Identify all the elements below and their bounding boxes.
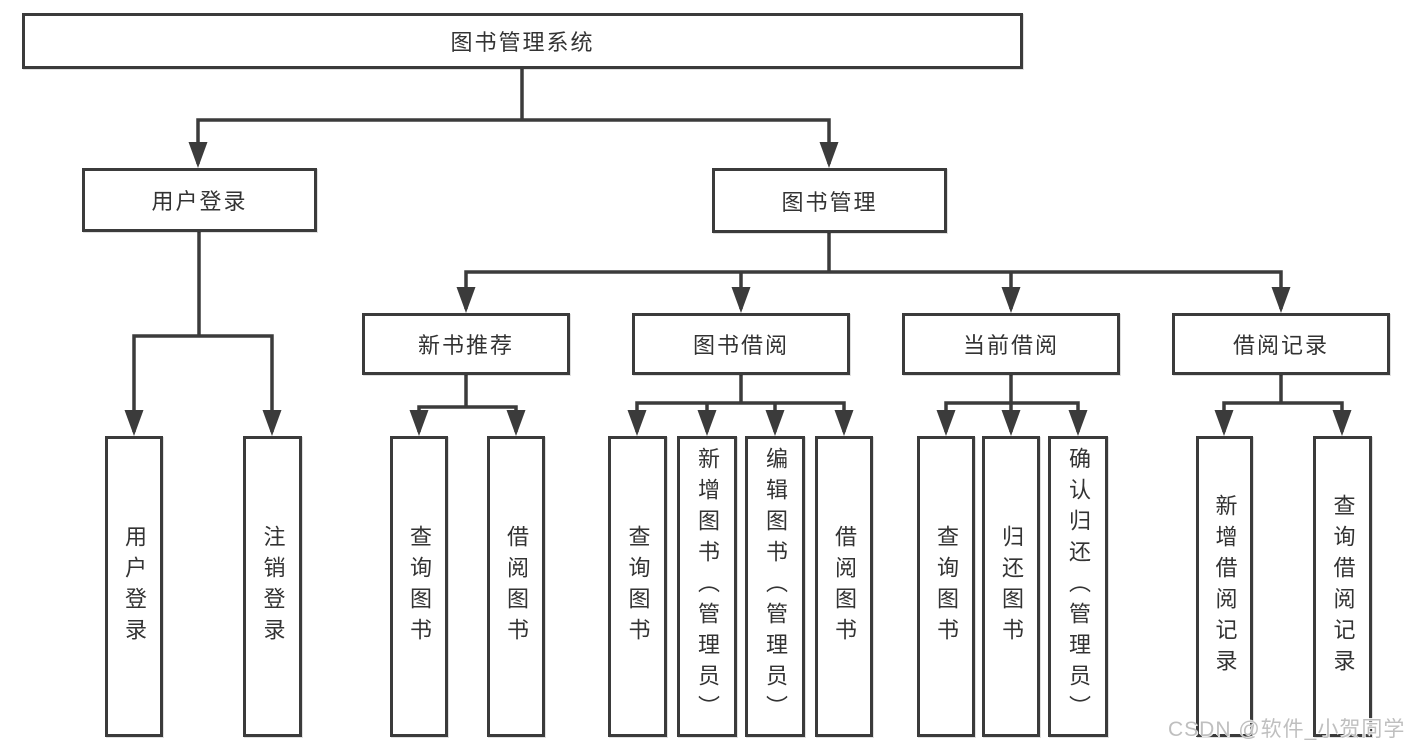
leaf-query-books-recommend: 查询图书 xyxy=(390,436,448,737)
leaf-label: 新增图书（管理员） xyxy=(695,447,720,726)
node-current-borrow: 当前借阅 xyxy=(902,313,1120,375)
leaf-label: 借阅图书 xyxy=(832,524,857,649)
leaf-label: 新增借阅记录 xyxy=(1212,493,1238,680)
leaf-query-borrow-record: 查询借阅记录 xyxy=(1313,436,1372,737)
leaf-label: 借阅图书 xyxy=(504,524,529,649)
leaf-label: 查询图书 xyxy=(934,524,959,649)
leaf-query-books-current: 查询图书 xyxy=(917,436,975,737)
node-borrow-records: 借阅记录 xyxy=(1172,313,1390,375)
leaf-label: 查询图书 xyxy=(625,524,651,649)
leaf-label: 编辑图书（管理员） xyxy=(763,447,788,726)
node-book-management: 图书管理 xyxy=(712,168,947,233)
arrowheads xyxy=(124,142,1352,436)
leaf-borrow-books-recommend: 借阅图书 xyxy=(487,436,545,737)
leaf-add-borrow-record: 新增借阅记录 xyxy=(1196,436,1253,737)
leaf-logout: 注销登录 xyxy=(243,436,302,737)
leaf-add-books-admin: 新增图书（管理员） xyxy=(677,436,737,737)
leaf-return-books: 归还图书 xyxy=(982,436,1040,737)
leaf-label: 查询图书 xyxy=(407,524,432,649)
leaf-edit-books-admin: 编辑图书（管理员） xyxy=(745,436,805,737)
csdn-watermark: CSDN @软件_小贺同学 xyxy=(1168,718,1405,741)
node-user-login: 用户登录 xyxy=(82,168,317,232)
leaf-label: 查询借阅记录 xyxy=(1330,493,1356,680)
leaf-label: 确认归还（管理员） xyxy=(1066,447,1091,726)
node-book-borrow: 图书借阅 xyxy=(632,313,850,375)
leaf-label: 用户登录 xyxy=(122,524,147,649)
leaf-user-login: 用户登录 xyxy=(105,436,163,737)
node-new-book-recommend: 新书推荐 xyxy=(362,313,570,375)
leaf-label: 归还图书 xyxy=(999,524,1024,649)
leaf-label: 注销登录 xyxy=(260,524,286,649)
leaf-borrow-books: 借阅图书 xyxy=(815,436,873,737)
leaf-confirm-return-admin: 确认归还（管理员） xyxy=(1048,436,1108,737)
leaf-query-books-borrow: 查询图书 xyxy=(608,436,667,737)
node-root: 图书管理系统 xyxy=(22,13,1023,69)
